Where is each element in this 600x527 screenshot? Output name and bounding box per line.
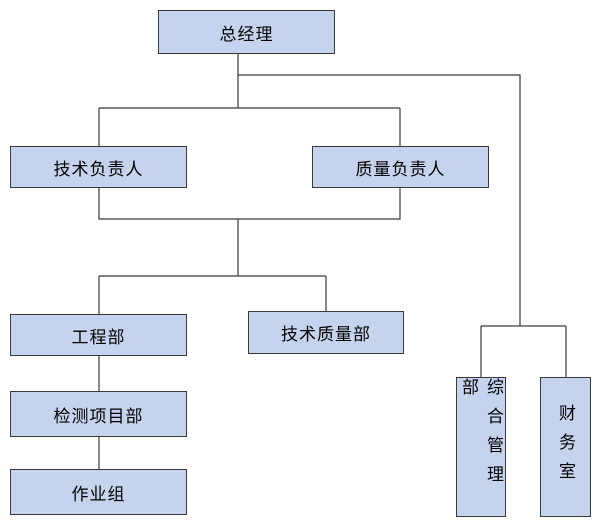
node-tech-lead: 技术负责人	[10, 146, 187, 188]
node-engineering-dept: 工程部	[10, 314, 187, 356]
connector-gm-to-leads	[98, 54, 401, 146]
node-work-group: 作业组	[10, 469, 187, 515]
connector-leads-join	[98, 187, 401, 220]
connector-right-split	[480, 325, 567, 377]
node-general-affairs-dept: 综合管理部	[456, 377, 506, 517]
connector-gm-to-right-branch	[238, 74, 521, 326]
node-finance-office: 财务室	[540, 377, 591, 517]
node-testing-project-dept: 检测项目部	[10, 391, 187, 437]
node-tech-quality-dept: 技术质量部	[248, 311, 404, 354]
connector-leads-to-depts	[98, 219, 327, 314]
node-quality-lead: 质量负责人	[312, 146, 489, 188]
node-general-manager: 总经理	[158, 10, 335, 54]
